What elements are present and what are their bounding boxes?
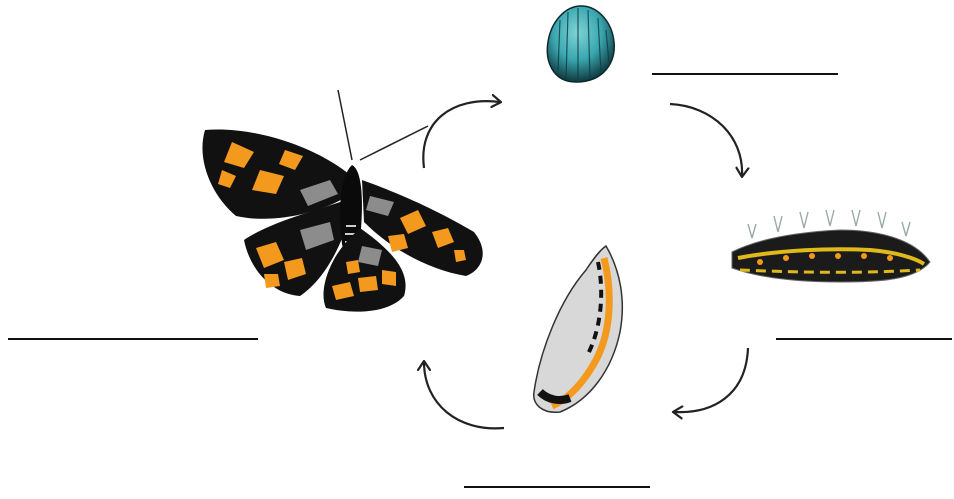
arrow-caterpillar-to-pupa [674,348,748,412]
butterfly-icon [202,90,482,312]
chrysalis-icon [534,246,623,412]
caterpillar-label-line[interactable] [776,338,952,340]
butterfly-label-line[interactable] [8,338,258,340]
caterpillar-icon [732,210,930,282]
pupa-label-line[interactable] [464,486,650,488]
arrow-egg-to-caterpillar [670,104,742,176]
arrow-pupa-to-butterfly [424,362,504,428]
arrow-butterfly-to-egg [423,101,500,168]
egg-label-line[interactable] [652,73,838,75]
egg-icon [547,6,614,82]
